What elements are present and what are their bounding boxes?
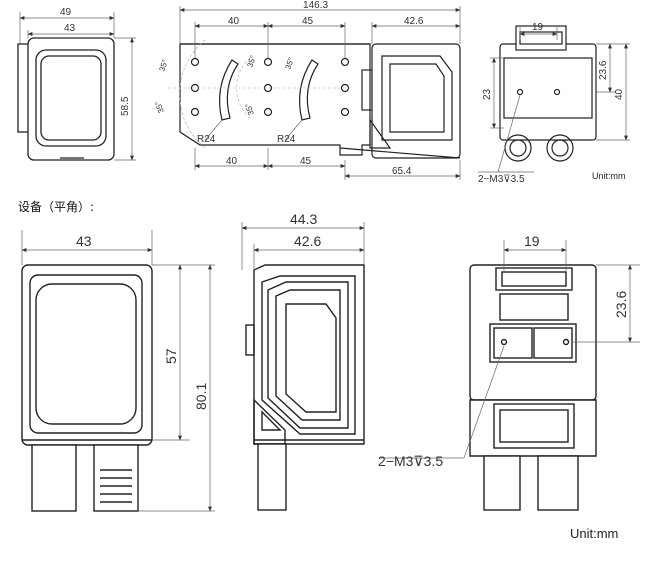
top-bracket-camera — [339, 43, 461, 159]
bracket-total: 146.3 — [303, 0, 328, 11]
bottom-front-h2: 80.1 — [193, 383, 209, 410]
top-side-view — [499, 25, 597, 162]
bracket-r2: R24 — [277, 134, 296, 145]
bracket-r1: R24 — [197, 134, 216, 145]
bracket-ang2: 35° — [153, 100, 166, 114]
top-front-w-inner: 43 — [64, 23, 76, 34]
unit-label-bottom: Unit:mm — [570, 526, 619, 541]
bottom-side-view — [245, 264, 365, 511]
bottom-back-hole: 2−M3⊽3.5 — [378, 453, 443, 469]
bottom-back-w: 19 — [524, 233, 540, 249]
bottom-front-dims — [21, 230, 215, 512]
bottom-back-h: 23.6 — [613, 291, 629, 318]
bottom-side-w2: 42.6 — [294, 233, 321, 249]
top-side-hole: 2−M3⊽3.5 — [478, 174, 525, 185]
top-side-w: 19 — [532, 22, 544, 33]
top-side-h3: 23 — [482, 88, 493, 100]
top-bracket-view — [179, 43, 373, 156]
bottom-front-h1: 57 — [163, 348, 179, 364]
bracket-a2: 45 — [302, 16, 314, 27]
top-front-w-outer: 49 — [60, 7, 72, 18]
bracket-ang3: 35° — [245, 54, 258, 68]
top-bracket-dims — [179, 6, 461, 180]
bottom-back-view — [469, 264, 597, 511]
bracket-a3: 42.6 — [404, 16, 424, 27]
bottom-side-dims — [241, 222, 365, 270]
bracket-ang1: 35° — [157, 58, 170, 72]
top-side-dims — [478, 26, 630, 173]
top-front-view — [17, 37, 115, 161]
bracket-b2: 45 — [300, 156, 312, 167]
bracket-ang5: 35° — [283, 56, 296, 70]
bottom-front-view — [21, 264, 153, 512]
top-side-h2: 40 — [614, 88, 625, 100]
bottom-back-dims — [380, 240, 640, 459]
section-label: 设备（平角）: — [18, 200, 95, 214]
top-front-dims — [19, 12, 136, 161]
unit-label-top: Unit:mm — [592, 171, 626, 181]
bracket-b1: 40 — [226, 156, 238, 167]
top-bracket-arcs — [168, 39, 350, 149]
top-side-h1: 23.6 — [598, 60, 609, 80]
top-front-h: 58.5 — [120, 96, 131, 116]
bracket-b3: 65.4 — [392, 166, 412, 177]
bracket-a1: 40 — [228, 16, 240, 27]
bracket-ang4: 35° — [243, 102, 256, 116]
bottom-front-w: 43 — [76, 233, 92, 249]
bottom-side-w1: 44.3 — [290, 211, 317, 227]
